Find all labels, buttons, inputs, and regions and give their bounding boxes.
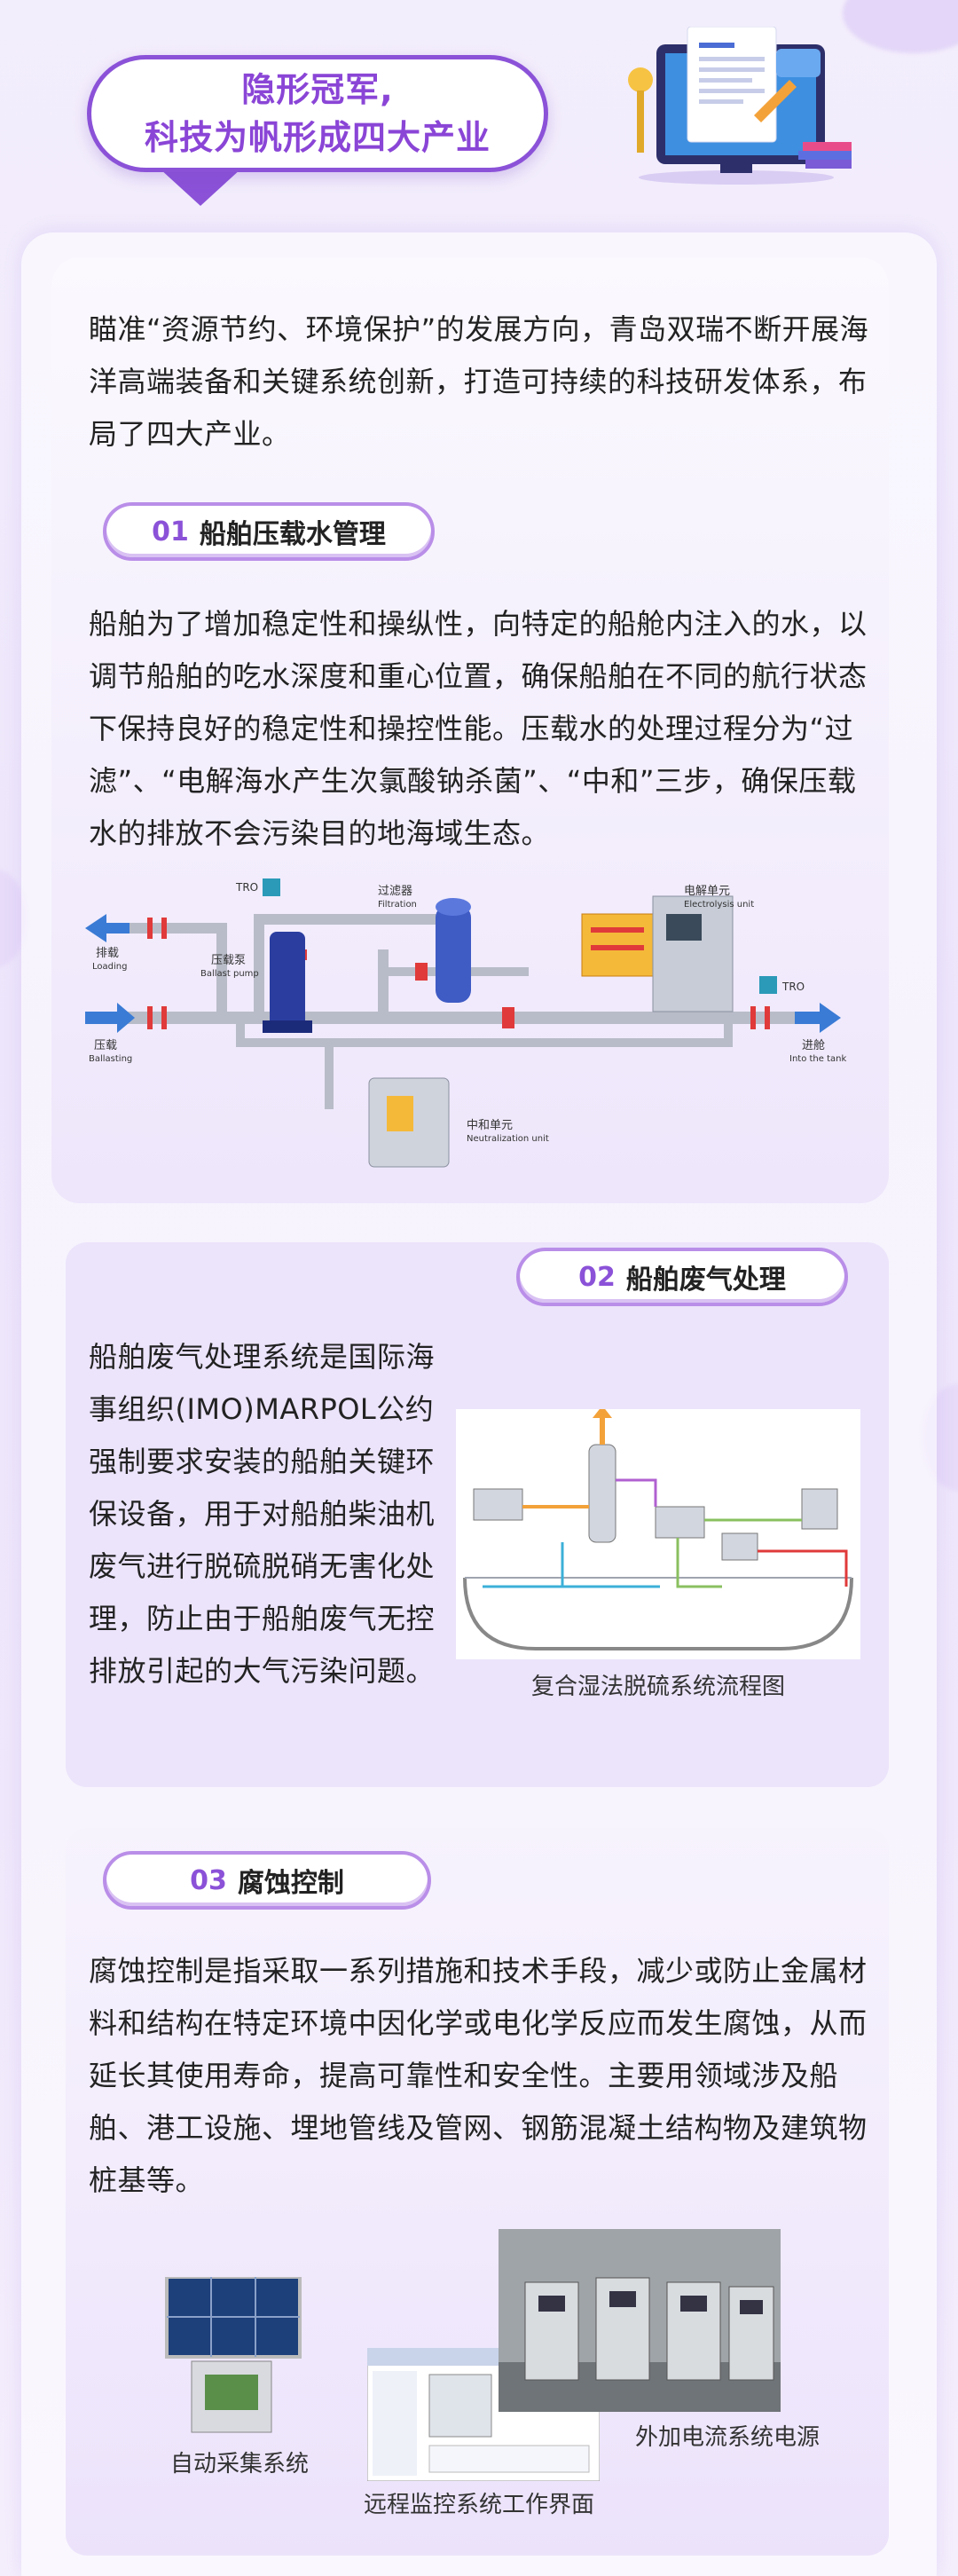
label-into-cn: 进舱 — [802, 1039, 825, 1052]
label-ballast-en: Ballasting — [89, 1054, 132, 1064]
remote-monitor-screen-image — [367, 2348, 600, 2481]
corrosion-paragraph: 腐蚀控制是指采取一系列措施和技术手段，减少或防止金属材料和结构在特定环境中因化学… — [89, 1954, 868, 2197]
label-ballast-cn: 压载 — [94, 1039, 117, 1052]
label-pump-en: Ballast pump — [200, 969, 259, 979]
label-neutral-en: Neutralization unit — [467, 1134, 549, 1144]
title-pointer — [160, 169, 241, 206]
auto-collection-caption: 自动采集系统 — [169, 2451, 309, 2478]
label-tro-right: TRO — [781, 981, 805, 993]
label-filter-en: Filtration — [378, 900, 417, 910]
section-number: 03 — [190, 1864, 227, 1896]
ballast-water-diagram: TRO 过滤器 Filtration 电解单元 Electrolysis uni… — [85, 878, 846, 1168]
power-supply-image — [499, 2229, 781, 2412]
label-electrolysis-cn: 电解单元 — [684, 885, 730, 898]
section-heading-corrosion: 03 腐蚀控制 — [103, 1851, 431, 1910]
computer-document-icon — [628, 27, 852, 185]
label-discharge-cn: 排载 — [96, 947, 119, 960]
title-line-1: 隐形冠军, — [241, 70, 394, 109]
section-title: 腐蚀控制 — [237, 1868, 344, 1899]
cloud-decoration — [843, 0, 958, 53]
remote-monitor-caption: 远程监控系统工作界面 — [363, 2492, 594, 2518]
section-number: 02 — [578, 1261, 616, 1293]
label-into-en: Into the tank — [789, 1054, 846, 1064]
section-title: 船舶废气处理 — [625, 1264, 786, 1296]
scrubber-flow-diagram — [456, 1409, 860, 1659]
section-number: 01 — [152, 516, 189, 547]
section-title: 船舶压载水管理 — [199, 519, 386, 550]
page-title: 隐形冠军, 科技为帆形成四大产业 — [87, 55, 548, 172]
label-discharge-en: Loading — [92, 962, 127, 972]
intro-paragraph: 瞄准“资源节约、环境保护”的发展方向，青岛双瑞不断开展海洋高端装备和关键系统创新… — [89, 312, 869, 451]
label-pump-cn: 压载泵 — [211, 954, 246, 967]
section-heading-exhaust: 02 船舶废气处理 — [516, 1248, 848, 1306]
exhaust-paragraph: 船舶废气处理系统是国际海事组织(IMO)MARPOL公约强制要求安装的船舶关键环… — [89, 1340, 436, 1688]
auto-collection-device-image — [165, 2277, 302, 2433]
label-neutral-cn: 中和单元 — [467, 1119, 513, 1132]
label-electrolysis-en: Electrolysis unit — [684, 900, 754, 910]
title-line-2: 科技为帆形成四大产业 — [144, 118, 491, 157]
section-heading-ballast: 01 船舶压载水管理 — [103, 502, 435, 561]
power-supply-caption: 外加电流系统电源 — [634, 2424, 820, 2451]
label-tro-top: TRO — [235, 881, 258, 894]
ballast-paragraph: 船舶为了增加稳定性和操纵性，向特定的船舱内注入的水，以调节船舶的吃水深度和重心位… — [89, 607, 868, 850]
label-filter-cn: 过滤器 — [378, 885, 412, 898]
scrubber-caption: 复合湿法脱硫系统流程图 — [530, 1674, 785, 1700]
